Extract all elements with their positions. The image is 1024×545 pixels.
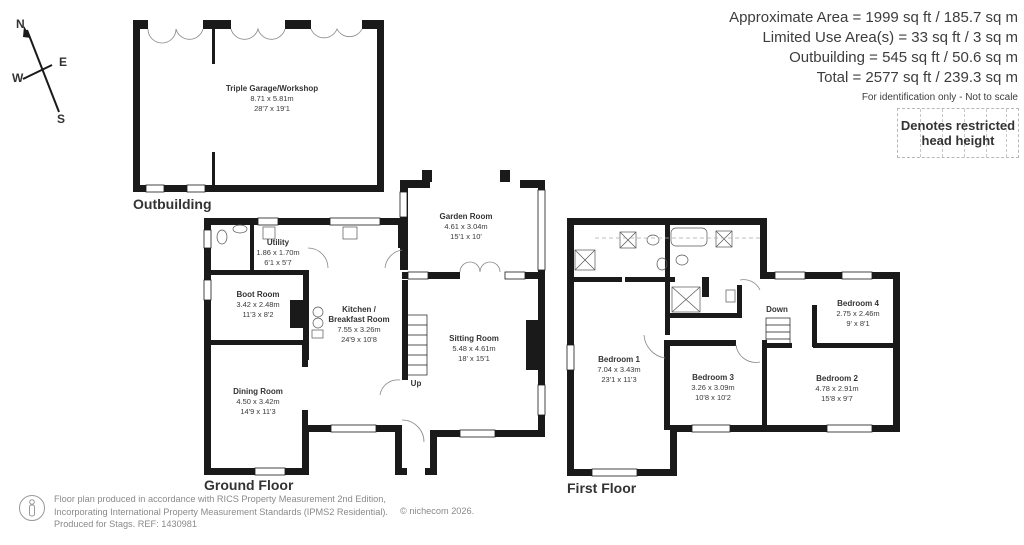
- compass-south: S: [57, 112, 66, 126]
- legend-line-2: head height: [921, 133, 995, 148]
- outbuilding-area: Outbuilding = 545 sq ft / 50.6 sq m: [789, 49, 1018, 66]
- limited-use-area: Limited Use Area(s) = 33 sq ft / 3 sq m: [762, 29, 1018, 46]
- area-summary: Approximate Area = 1999 sq ft / 185.7 sq…: [729, 8, 1018, 103]
- restricted-height-legend: Denotes restricted head height: [897, 108, 1019, 158]
- first-stairs: [765, 317, 791, 346]
- compass-west: W: [12, 71, 24, 85]
- stairs-up-label: Up: [410, 379, 422, 388]
- footer-line-1: Floor plan produced in accordance with R…: [54, 494, 386, 504]
- person-icon: [19, 495, 45, 521]
- footer-line-2: Incorporating International Property Mea…: [54, 506, 388, 517]
- floor-label-ground: Ground Floor: [204, 477, 294, 493]
- compass-rose: [22, 29, 60, 113]
- compass-east: E: [59, 55, 68, 69]
- first-floor-walls: [567, 218, 900, 476]
- copyright: © nichecom 2026.: [400, 506, 475, 516]
- approximate-area: Approximate Area = 1999 sq ft / 185.7 sq…: [729, 9, 1018, 26]
- scale-note: For identification only - Not to scale: [861, 92, 1018, 103]
- total-area: Total = 2577 sq ft / 239.3 sq m: [816, 69, 1018, 86]
- floor-label-outbuilding: Outbuilding: [133, 196, 212, 212]
- footer-line-3: Produced for Stags. REF: 1430981: [54, 519, 198, 529]
- legend-line-1: Denotes restricted: [900, 118, 1016, 133]
- stairs-down-label: Down: [766, 305, 788, 314]
- outbuilding-walls: [133, 20, 384, 192]
- floor-label-first: First Floor: [567, 480, 637, 496]
- ground-stairs: [404, 314, 428, 376]
- footer-notes: Floor plan produced in accordance with R…: [54, 493, 388, 531]
- compass-north: N: [16, 17, 25, 31]
